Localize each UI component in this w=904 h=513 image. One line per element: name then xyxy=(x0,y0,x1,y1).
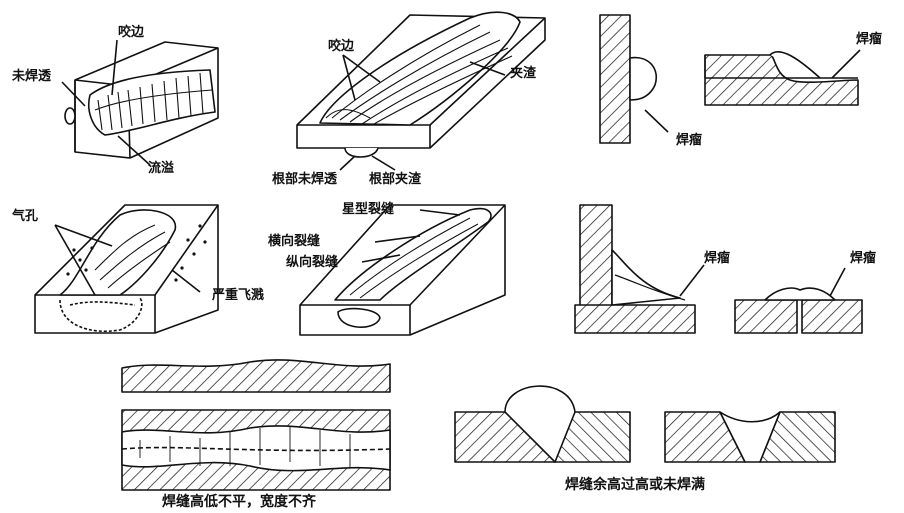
beading-butt xyxy=(734,267,863,334)
label-star-crack: 星型裂缝 xyxy=(342,202,395,217)
block-slag-root xyxy=(296,11,546,171)
label-weld-beading-1: 焊瘤 xyxy=(676,133,703,148)
beading-horizontal xyxy=(704,49,861,106)
label-lack-of-penetration: 未焊透 xyxy=(12,69,52,84)
label-weld-beading-2: 焊瘤 xyxy=(856,32,883,47)
uneven-bead xyxy=(121,359,391,491)
caption-uneven-bead: 焊缝高低不平，宽度不齐 xyxy=(162,494,316,510)
beading-fillet xyxy=(574,204,705,334)
underfill xyxy=(664,411,836,463)
label-root-lack-of-penetration: 根部未焊透 xyxy=(272,172,338,187)
block-porosity-spatter xyxy=(34,204,219,334)
label-overflow: 流溢 xyxy=(148,161,175,176)
caption-excess-reinforcement: 焊缝余高过高或未焊满 xyxy=(565,477,705,493)
block-undercut-overflow xyxy=(61,39,219,166)
label-weld-beading-3: 焊瘤 xyxy=(704,251,731,266)
beading-vertical xyxy=(599,14,669,144)
label-undercut-a: 咬边 xyxy=(118,25,145,40)
label-undercut-b: 咬边 xyxy=(328,39,355,54)
label-severe-spatter: 严重飞溅 xyxy=(212,288,265,303)
label-transverse-crack: 横向裂缝 xyxy=(268,234,321,249)
block-cracks xyxy=(299,204,506,336)
label-weld-beading-4: 焊瘤 xyxy=(850,251,877,266)
label-longitudinal-crack: 纵向裂缝 xyxy=(286,255,339,270)
label-porosity: 气孔 xyxy=(12,209,39,224)
label-root-slag-inclusion: 根部夹渣 xyxy=(369,172,422,187)
excess-reinforcement xyxy=(454,385,631,463)
label-slag-inclusion: 夹渣 xyxy=(510,66,537,81)
